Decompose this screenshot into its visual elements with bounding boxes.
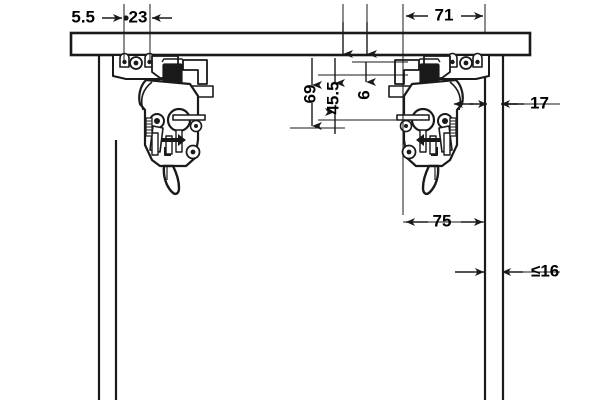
table-leg-right <box>483 55 505 400</box>
dimension-label-17: 17 <box>530 93 549 112</box>
dimension-23: 23 <box>123 7 172 26</box>
dimension-label-6: 6 <box>354 90 373 99</box>
vertical-leader-arrows <box>342 22 377 58</box>
dimension-max-16: ≤16 <box>455 261 559 280</box>
dimension-label-23: 23 <box>129 7 148 26</box>
folding-table-fitting-right <box>388 52 490 196</box>
table-top-panel <box>69 31 532 57</box>
folding-table-fitting-left <box>112 52 214 196</box>
dimension-5-5: 5.5 <box>71 7 122 26</box>
dimension-label-71: 71 <box>435 5 454 24</box>
dimension-label-69: 69 <box>300 85 319 104</box>
dimension-6: 6 <box>354 62 376 100</box>
dimension-label-max-16: ≤16 <box>531 261 559 280</box>
dimension-label-5-5: 5.5 <box>71 7 95 26</box>
dimension-69: 69 <box>300 58 322 130</box>
dimension-17: 17 <box>454 93 549 112</box>
dimension-71: 71 <box>406 5 483 24</box>
dimension-label-45-5: 45.5 <box>323 81 342 114</box>
dimension-45-5: 45.5 <box>323 58 345 134</box>
dimension-75: 75 <box>406 211 483 230</box>
table-leg-left <box>97 55 118 400</box>
dimension-label-75: 75 <box>433 211 452 230</box>
